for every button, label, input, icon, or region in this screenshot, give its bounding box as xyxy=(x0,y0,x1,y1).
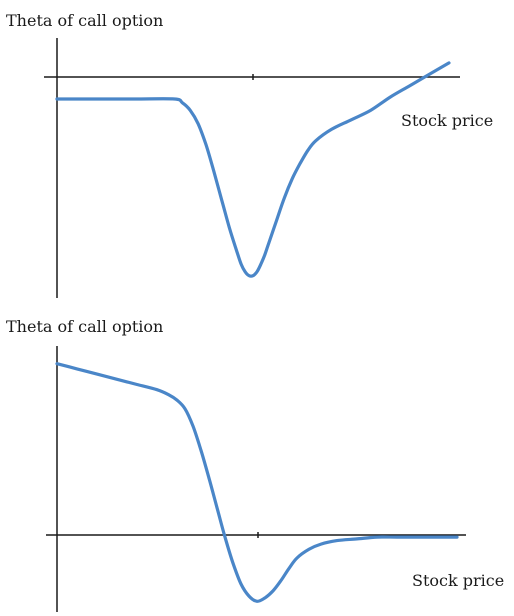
chart-1: Theta of call option Stock price xyxy=(6,11,493,298)
chart-2-theta-curve xyxy=(55,362,459,603)
chart-2: Theta of call option Stock price xyxy=(6,317,504,612)
chart-2-xlabel: Stock price xyxy=(412,571,504,590)
chart-1-xlabel: Stock price xyxy=(401,111,493,130)
chart-1-ylabel: Theta of call option xyxy=(6,11,163,30)
chart-2-ylabel: Theta of call option xyxy=(6,317,163,336)
chart-1-theta-curve xyxy=(55,61,451,278)
